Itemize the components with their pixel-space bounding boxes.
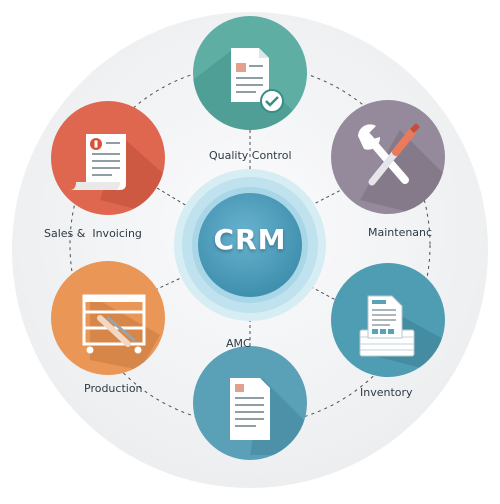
label-production: Production [84,382,143,395]
document-checkmark-icon [231,48,284,113]
label-quality-control: Quality Control [209,149,292,162]
module-sales-invoicing[interactable] [51,101,165,215]
module-maintenance[interactable] [331,100,450,215]
label-maintenance: Maintenanc [368,226,433,239]
stacked-documents-icon [359,295,415,357]
crm-center-label: CRM [213,223,287,256]
crm-hub[interactable] [174,169,326,321]
label-inventory: Inventory [360,386,413,399]
wrench-screwdriver-icon [358,123,420,186]
label-sales-invoicing: Sales & Invoicing [44,227,142,240]
contract-document-icon [230,378,270,440]
invoice-document-icon [70,134,126,190]
module-amc[interactable] [193,346,310,460]
module-production[interactable] [51,261,165,375]
module-inventory[interactable] [331,263,445,377]
label-amc: AMC [226,337,251,350]
production-cart-icon [82,294,146,354]
